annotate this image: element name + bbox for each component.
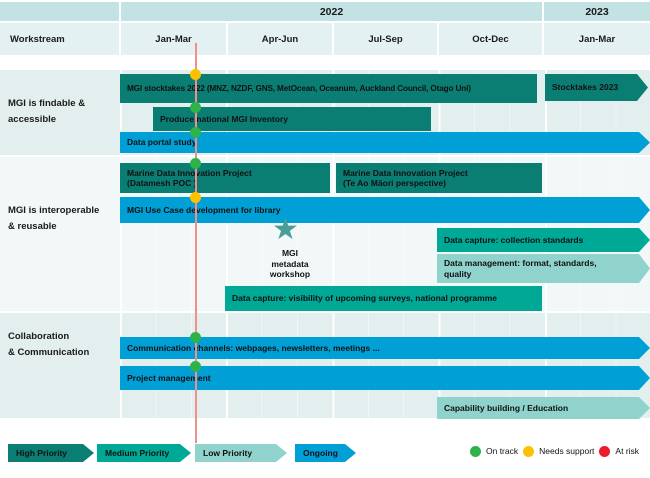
legend-label: Medium Priority — [105, 448, 170, 458]
status-dot-on-track — [190, 102, 201, 113]
bar-data-portal-study: Data portal study — [120, 132, 650, 153]
legend-label: High Priority — [16, 448, 68, 458]
bar-data-capture-visibility-surveys: Data capture: visibility of upcoming sur… — [225, 286, 542, 311]
at-risk-dot-icon — [599, 445, 611, 457]
header-quarter-jan-mar-2023: Jan-Mar — [544, 23, 650, 55]
status-legend: On track Needs support At risk — [470, 445, 639, 457]
header-quarter-jul-sep: Jul-Sep — [334, 23, 437, 55]
header-quarter-oct-dec: Oct-Dec — [439, 23, 542, 55]
legend-medium-priority: Medium Priority — [97, 444, 191, 462]
bar-produce-national-mgi-inventory: Produce national MGI Inventory — [153, 107, 431, 131]
timeline-marker-line — [195, 43, 197, 443]
header-year-2023: 2023 — [544, 2, 650, 21]
header-corner-cell — [0, 2, 119, 21]
bar-communication-channels: Communication channels: webpages, newsle… — [120, 337, 650, 359]
legend-low-priority: Low Priority — [195, 444, 287, 462]
header-year-2022: 2022 — [121, 2, 542, 21]
bar-label: Stocktakes 2023 — [552, 82, 619, 93]
legend-label: Low Priority — [203, 448, 253, 458]
legend-ongoing: Ongoing — [295, 444, 356, 462]
section-label-collaboration: Collaboration & Communication — [8, 331, 90, 358]
status-dot-on-track — [190, 332, 201, 343]
header-quarter-apr-jun: Apr-Jun — [228, 23, 332, 55]
header-quarter-jan-mar-2022: Jan-Mar — [121, 23, 226, 55]
on-track-dot-icon — [470, 445, 481, 457]
bar-label: Capability building / Education — [444, 402, 569, 413]
bar-data-management-format-standards-quality: Data management: format, standards, qual… — [437, 254, 650, 283]
bar-label: Marine Data Innovation Project (Te Ao Mā… — [343, 167, 468, 188]
status-dot-on-track — [190, 158, 201, 169]
bar-data-capture-collection-standards: Data capture: collection standards — [437, 228, 650, 252]
milestone-label-mgi-metadata-workshop: MGI metadata workshop — [269, 248, 311, 279]
bar-label: Marine Data Innovation Project (Datamesh… — [127, 167, 252, 188]
bar-marine-data-innovation-datamesh: Marine Data Innovation Project (Datamesh… — [120, 163, 330, 193]
status-dot-needs-support — [190, 69, 201, 80]
legend-label-needs-support: Needs support — [539, 446, 595, 456]
bar-label: Produce national MGI Inventory — [160, 113, 288, 124]
bar-label: Communication channels: webpages, newsle… — [127, 342, 380, 353]
status-dot-on-track — [190, 361, 201, 372]
bar-marine-data-innovation-te-ao-maori: Marine Data Innovation Project (Te Ao Mā… — [336, 163, 542, 193]
bar-mgi-use-case-development: MGI Use Case development for library — [120, 197, 650, 223]
legend-label-on-track: On track — [486, 446, 519, 456]
section-label-interoperable: MGI is interoperable & reusable — [8, 205, 100, 232]
legend-high-priority: High Priority — [8, 444, 94, 462]
status-dot-on-track — [190, 127, 201, 138]
bar-mgi-stocktakes-2022: MGI stocktakes 2022 (MNZ, NZDF, GNS, Met… — [120, 74, 537, 103]
bar-label: Project management — [127, 372, 211, 383]
bar-label: Data capture: visibility of upcoming sur… — [232, 293, 497, 304]
bar-label: MGI Use Case development for library — [127, 204, 281, 215]
bar-label: MGI stocktakes 2022 (MNZ, NZDF, GNS, Met… — [127, 83, 471, 93]
legend-label-at-risk: At risk — [615, 446, 640, 456]
bar-capability-building-education: Capability building / Education — [437, 397, 650, 419]
bar-label: Data capture: collection standards — [444, 234, 584, 245]
section-label-findable: MGI is findable & accessible — [8, 98, 86, 125]
bar-stocktakes-2023: Stocktakes 2023 — [545, 74, 648, 101]
legend-label: Ongoing — [303, 448, 338, 458]
bar-label: Data management: format, standards, qual… — [444, 258, 597, 279]
status-dot-needs-support — [190, 192, 201, 203]
bar-project-management: Project management — [120, 366, 650, 390]
star-icon: ★ — [272, 213, 299, 246]
bar-label: Data portal study — [127, 137, 197, 148]
workstream-header: Workstream — [0, 23, 119, 55]
needs-support-dot-icon — [523, 445, 535, 457]
